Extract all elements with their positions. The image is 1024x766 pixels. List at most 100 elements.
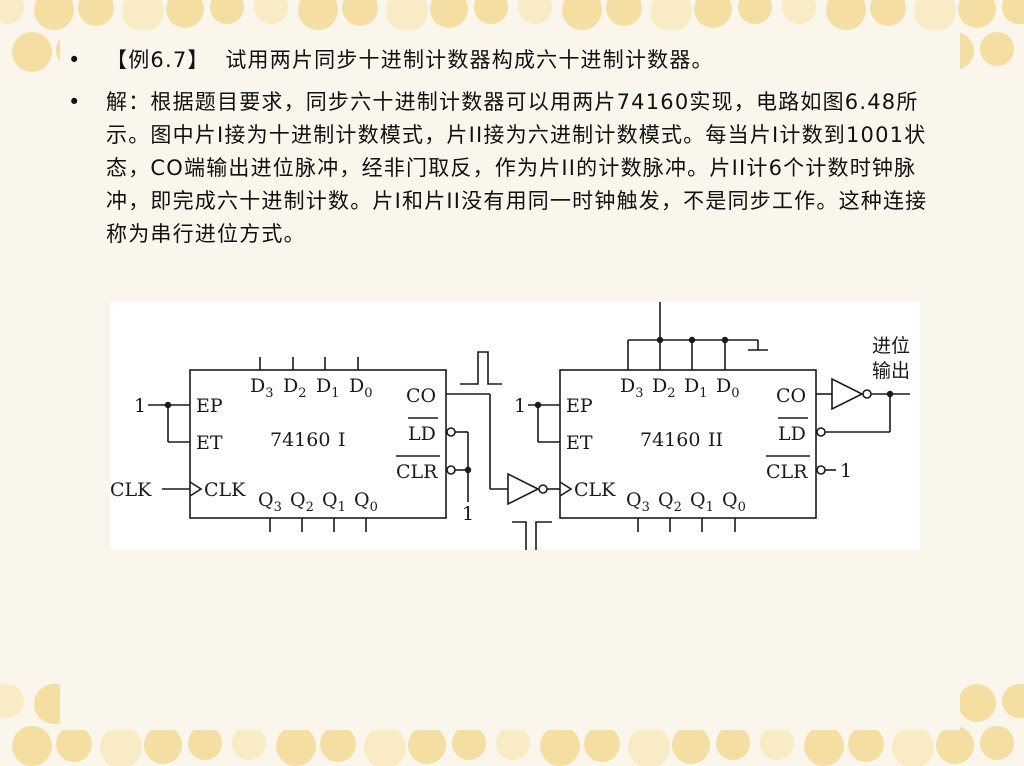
- chip1-d0: D0: [349, 375, 373, 401]
- chip1-et-label: ET: [196, 432, 223, 454]
- decorative-dot: [562, 0, 602, 30]
- chip2-et-label: ET: [566, 432, 593, 454]
- decorative-dot: [760, 726, 794, 760]
- chip1-d3: D3: [250, 375, 274, 401]
- decorative-dot: [100, 726, 142, 766]
- decorative-dot: [914, 0, 956, 32]
- chip2-index: II: [708, 429, 723, 451]
- circuit-diagram: 1 CLK EP ET CLK CO LD CLR 74160 I D3 D2 …: [110, 281, 920, 553]
- chip1-index: I: [338, 429, 346, 451]
- chip1-clk-label: CLK: [204, 479, 246, 501]
- decorative-dot: [518, 0, 552, 24]
- decorative-dot: [0, 684, 24, 718]
- chip1-q3: Q3: [258, 489, 282, 515]
- chip2-d0: D0: [716, 375, 740, 401]
- bullet-marker: •: [68, 48, 81, 72]
- chip1-q1: Q1: [322, 489, 346, 515]
- chip2-ep-label: EP: [566, 395, 593, 417]
- bullet-example-title: • 【例6.7】 试用两片同步十进制计数器构成六十进制计数器。: [68, 44, 946, 77]
- decorative-dot: [848, 726, 884, 762]
- decorative-dot: [496, 726, 530, 760]
- decorative-dot: [408, 726, 446, 764]
- example-title-text: 【例6.7】 试用两片同步十进制计数器构成六十进制计数器。: [106, 48, 714, 72]
- chip2-d3: D3: [620, 375, 644, 401]
- solution-text: 解：根据题目要求，同步六十进制计数器可以用两片74160实现，电路如图6.48所…: [106, 90, 928, 246]
- bullet-solution: • 解：根据题目要求，同步六十进制计数器可以用两片74160实现，电路如图6.4…: [68, 86, 946, 251]
- decorative-dot: [1002, 0, 1024, 24]
- decorative-dot: [540, 726, 580, 766]
- decorative-dot: [210, 0, 244, 24]
- slide-content: • 【例6.7】 试用两片同步十进制计数器构成六十进制计数器。 • 解：根据题目…: [60, 30, 960, 730]
- decorative-dot: [0, 0, 24, 24]
- chip2-box: [559, 369, 817, 519]
- decorative-dot: [430, 0, 468, 28]
- chip1-name: 74160: [270, 429, 330, 451]
- decorative-dot: [12, 726, 52, 766]
- decorative-dot: [958, 684, 996, 722]
- decorative-dot: [320, 726, 356, 762]
- inverter-gate-2: [831, 377, 864, 411]
- decorative-dot: [782, 0, 816, 24]
- chip1-d2: D2: [283, 375, 307, 401]
- circuit-svg: 1 CLK EP ET CLK CO LD CLR 74160 I D3 D2 …: [110, 281, 910, 553]
- decorative-dot: [980, 32, 1014, 66]
- decorative-dot: [804, 726, 844, 766]
- decorative-dot: [716, 726, 750, 760]
- bullet-marker: •: [68, 90, 81, 114]
- chip2-ld-label: LD: [778, 423, 806, 445]
- decorative-dot: [78, 0, 114, 26]
- decorative-dot: [34, 0, 74, 30]
- decorative-dot: [892, 726, 934, 766]
- inverter-gate-1: [507, 472, 540, 506]
- decorative-dot: [232, 726, 266, 760]
- decorative-dot: [298, 0, 338, 30]
- chip2-q0: Q0: [722, 489, 746, 515]
- label-one-ep2: 1: [514, 395, 526, 417]
- chip1-clr-label: CLR: [396, 461, 438, 483]
- chip1-q0: Q0: [354, 489, 378, 515]
- decorative-dot: [936, 726, 974, 764]
- label-clk-in: CLK: [110, 479, 152, 501]
- carry-out-label-1: 进位: [872, 335, 910, 357]
- chip1-ep-label: EP: [196, 395, 223, 417]
- decorative-dot: [650, 0, 692, 32]
- decorative-dot: [188, 726, 222, 760]
- decorative-dot: [980, 726, 1014, 760]
- decorative-dot: [56, 726, 92, 762]
- decorative-dot: [826, 0, 866, 30]
- chip1-box: [189, 369, 447, 519]
- label-one-d2: 1: [655, 302, 667, 303]
- decorative-dot: [672, 726, 710, 764]
- chip2-d1: D1: [684, 375, 708, 401]
- chip2-q3: Q3: [626, 489, 650, 515]
- decorative-dot: [694, 0, 732, 28]
- label-one-clr2: 1: [840, 460, 852, 482]
- decorative-dot: [12, 32, 52, 72]
- decorative-dot: [584, 726, 620, 762]
- carry-out-label-2: 输出: [872, 360, 910, 382]
- chip2-q1: Q1: [690, 489, 714, 515]
- decorative-dot: [628, 726, 670, 766]
- label-one-ep1: 1: [134, 395, 146, 417]
- decorative-dot: [386, 0, 428, 32]
- chip2-co-label: CO: [776, 385, 806, 407]
- decorative-dot: [122, 0, 164, 32]
- decorative-dot: [958, 0, 996, 28]
- decorative-dot: [166, 0, 204, 28]
- chip2-clk-label: CLK: [574, 479, 616, 501]
- decorative-dot: [144, 726, 182, 764]
- decorative-dot: [276, 726, 316, 766]
- chip2-name: 74160: [640, 429, 700, 451]
- chip2-q2: Q2: [658, 489, 682, 515]
- decorative-dot: [452, 726, 486, 760]
- chip2-clr-label: CLR: [766, 461, 808, 483]
- chip1-q2: Q2: [290, 489, 314, 515]
- decorative-dot: [870, 0, 906, 26]
- decorative-dot: [254, 0, 288, 24]
- chip1-d1: D1: [316, 375, 340, 401]
- decorative-dot: [474, 0, 508, 24]
- decorative-dot: [342, 0, 378, 26]
- chip1-ld-label: LD: [408, 423, 436, 445]
- decorative-dot: [606, 0, 642, 26]
- decorative-dot: [364, 726, 406, 766]
